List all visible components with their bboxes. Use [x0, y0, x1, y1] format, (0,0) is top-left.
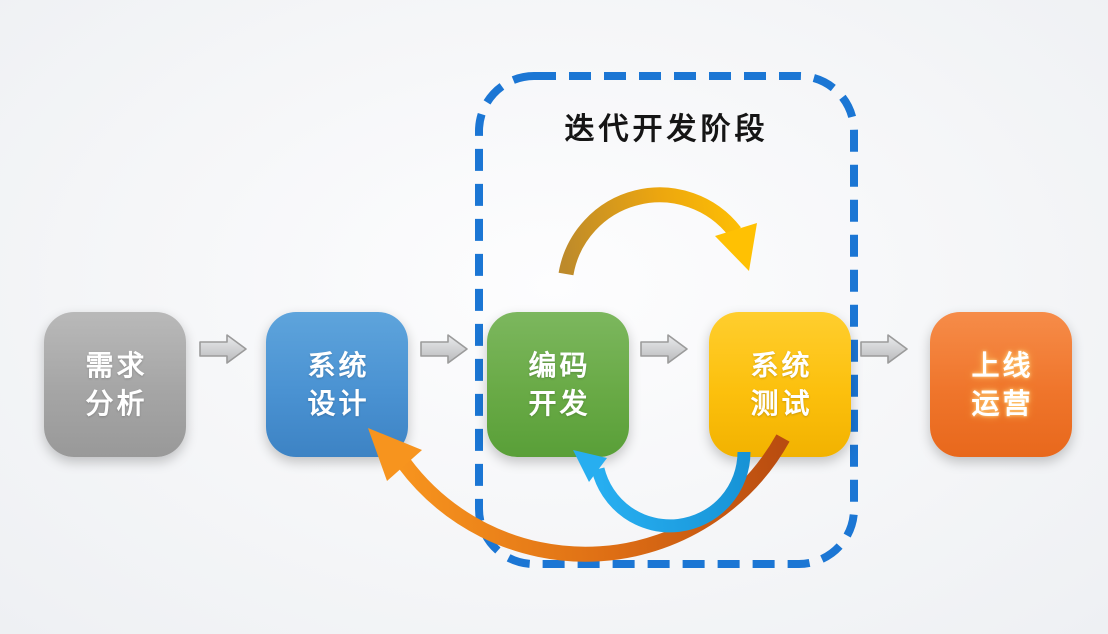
- stage-label-line: 设计: [307, 387, 370, 419]
- stage-box-design: 系统 设计: [266, 312, 408, 457]
- stage-label-line: 运营: [971, 387, 1034, 419]
- stage-box-launch: 上线 运营: [930, 312, 1072, 457]
- stage-label-line: 开发: [528, 387, 591, 419]
- flow-arrow-icon-4: [860, 334, 908, 364]
- loop-back-arrow-icon: [573, 450, 751, 533]
- stage-label-line: 分析: [85, 387, 148, 419]
- iteration-phase-title: 迭代开发阶段: [564, 113, 769, 146]
- stage-box-coding: 编码 开发: [487, 312, 629, 457]
- stage-label-line: 系统: [307, 349, 370, 381]
- stage-label-line: 系统: [750, 349, 813, 381]
- stage-label-line: 编码: [528, 349, 591, 381]
- flow-arrow-icon-1: [199, 334, 247, 364]
- stage-box-requirements: 需求 分析: [44, 312, 186, 457]
- flow-arrow-icon-3: [640, 334, 688, 364]
- stage-label-line: 上线: [971, 349, 1034, 381]
- loop-forward-arrow-icon: [558, 187, 757, 276]
- stage-label-line: 测试: [750, 387, 813, 419]
- stage-label-line: 需求: [85, 349, 148, 381]
- stage-box-testing: 系统 测试: [709, 312, 851, 457]
- flow-arrow-icon-2: [420, 334, 468, 364]
